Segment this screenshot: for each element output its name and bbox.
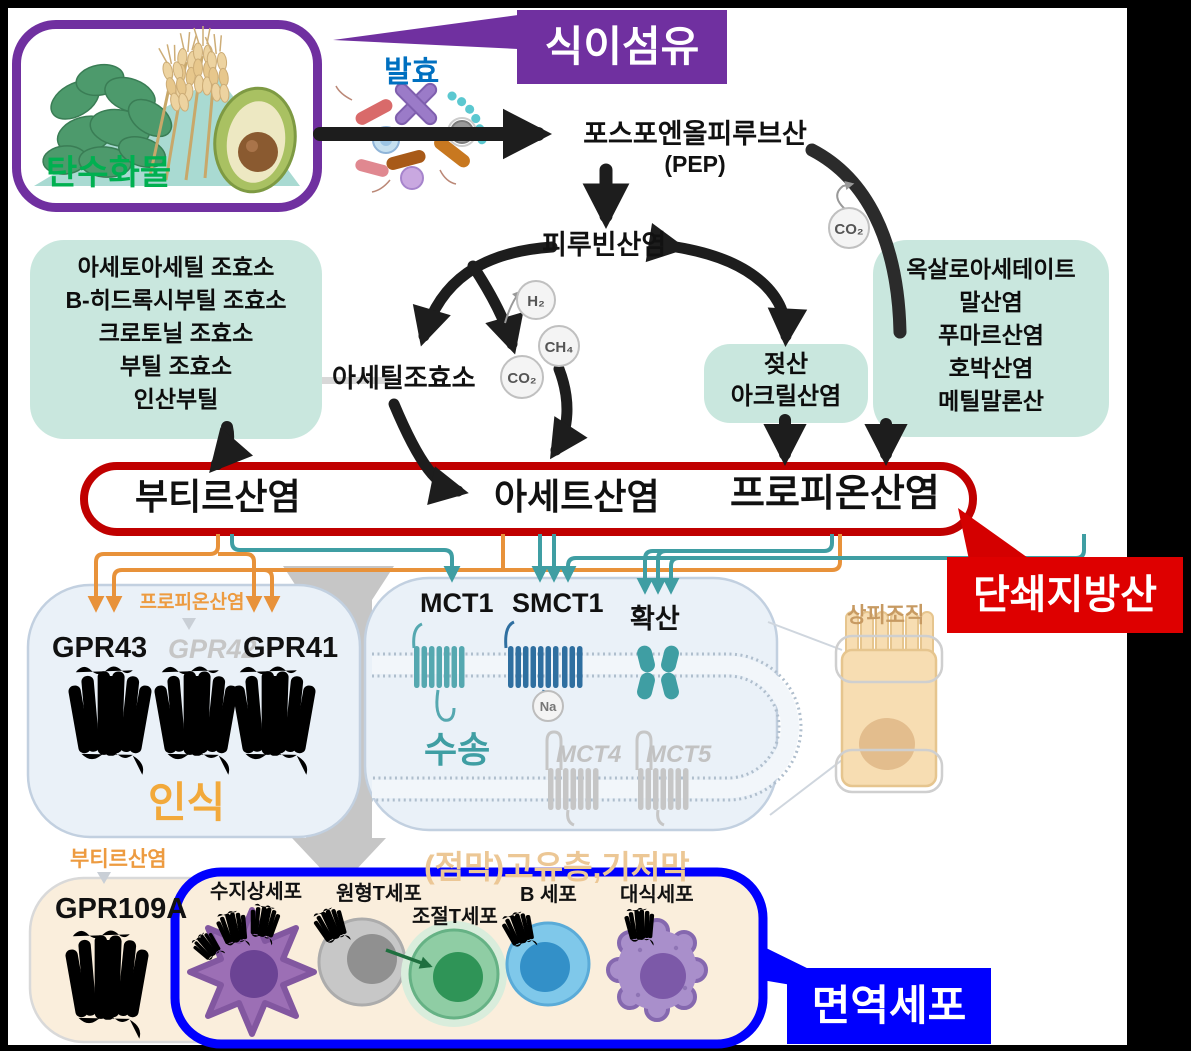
lactate-box-line: 아크릴산염 <box>730 383 842 410</box>
gpr41-label: GPR41 <box>243 632 339 664</box>
co2-right-label: CO₂ <box>834 221 863 238</box>
lamina-label: (점막)고유층,기저막 <box>424 849 690 885</box>
macrophage-cell <box>606 918 708 1022</box>
pyruvate-label: 피루빈산염 <box>542 230 667 260</box>
co2-release-arrow <box>836 180 855 211</box>
pyruvate-branch-arrow <box>467 260 524 355</box>
mct1-label: MCT1 <box>420 588 494 618</box>
propionate-caret-icon <box>182 618 196 630</box>
acetate-label: 아세트산염 <box>494 476 660 517</box>
gpr42-label: GPR42 <box>168 634 257 664</box>
butyrate-cell-label: 부티르산염 <box>70 848 167 871</box>
macrophage-label: 대식세포 <box>620 884 694 906</box>
gas-to-acetate-arrow <box>550 363 588 460</box>
propionate-label: 프로피온산염 <box>730 473 940 515</box>
naive-t-cell <box>317 917 407 1007</box>
gpr43-label: GPR43 <box>52 632 148 664</box>
t-cell-differentiation-arrow <box>385 948 433 969</box>
na-label: Na <box>540 699 557 714</box>
ch4-label: CH₄ <box>545 339 574 356</box>
epithelium-cell <box>834 611 944 794</box>
pyruvate-lactate-double-arrow <box>645 223 808 347</box>
pep-to-oxaloacetate-curve <box>805 143 907 339</box>
epithelium-callout-lines <box>767 621 843 816</box>
coa-to-butyrate-arrow <box>209 421 254 474</box>
oxa-box-line: 말산염 <box>959 289 1023 315</box>
h2-label: H₂ <box>527 293 545 310</box>
produce-illustration <box>34 25 300 194</box>
immune-cells-callout: 면역세포 <box>787 968 991 1044</box>
gas-circles: H₂ CO₂ CH₄ CO₂ <box>500 207 870 399</box>
coa-box-line: 크로토닐 조효소 <box>98 320 254 346</box>
regulatory-t-cell <box>401 921 507 1027</box>
cell-membrane <box>372 652 803 802</box>
fermentation-label: 발효 <box>384 56 440 89</box>
gpr109a-label: GPR109A <box>55 893 188 925</box>
transport-caption: 수송 <box>424 729 491 770</box>
cell-propionate-label: 프로피온산염 <box>139 592 245 613</box>
coa-box-line: 부틸 조효소 <box>119 353 233 379</box>
diffusion-label: 확산 <box>630 604 680 634</box>
pep-abbr-label: (PEP) <box>664 151 726 177</box>
acetyl-coa-label: 아세틸조효소 <box>332 363 476 393</box>
na-ion: Na <box>532 690 564 722</box>
oxa-box-line: 호박산염 <box>948 355 1034 381</box>
fiber-callout-beak <box>333 15 518 49</box>
lactate-acrylate-box: 젖산 아크릴산염 <box>704 344 868 423</box>
microbes-cluster <box>335 82 487 193</box>
mct4-label: MCT4 <box>556 741 622 768</box>
mct1-transporter <box>412 622 465 722</box>
coa-intermediates-box: 아세토아세틸 조효소 B-히드록시부틸 조효소 크로토닐 조효소 부틸 조효소 … <box>30 240 322 439</box>
mct5-label: MCT5 <box>646 741 712 768</box>
coa-box-connector <box>322 377 390 384</box>
coa-box-line: 아세토아세틸 조효소 <box>77 254 275 280</box>
mct5-transporter <box>635 730 689 827</box>
pyruvate-to-acetylcoa-arrow <box>412 241 558 347</box>
oxa-box-line: 푸마르산염 <box>938 322 1044 348</box>
oxaloacetate-intermediates-box: 옥살로아세테이트 말산염 푸마르산염 호박산염 메틸말론산 <box>873 240 1109 437</box>
co2-label: CO₂ <box>507 370 536 387</box>
smct1-transporter <box>504 620 583 704</box>
dietary-fiber-callout: 식이섬유 <box>517 10 727 84</box>
dendritic-label: 수지상세포 <box>210 881 302 903</box>
oxa-box-line: 메틸말론산 <box>938 388 1044 414</box>
butyrate-label: 부티르산염 <box>135 476 301 517</box>
oxa-box-line: 옥살로아세테이트 <box>906 256 1076 282</box>
carbohydrate-label: 탄수화물 <box>46 154 172 192</box>
recognition-caption: 인식 <box>148 779 226 826</box>
scfa-box <box>80 462 977 536</box>
scfa-callout: 단쇄지방산 <box>947 557 1183 633</box>
smct1-label: SMCT1 <box>512 588 604 618</box>
epithelium-label: 상피조직 <box>847 604 925 627</box>
dendritic-cell <box>187 907 317 1037</box>
b-cell <box>505 921 591 1007</box>
mct4-transporter <box>545 730 599 827</box>
metabolic-arrows <box>209 108 908 505</box>
naive-t-label: 원형T세포 <box>336 883 422 905</box>
b-cell-label: B 세포 <box>520 884 577 906</box>
diffusion-channel <box>637 645 679 700</box>
coa-box-line: B-히드록시부틸 조효소 <box>65 287 287 313</box>
pep-label: 포스포엔올피루브산 <box>583 119 807 149</box>
coa-box-line: 인산부틸 <box>133 386 219 412</box>
acetylcoa-to-acetate-arrow <box>388 398 469 505</box>
lactate-box-line: 젖산 <box>763 351 809 378</box>
butyrate-caret-icon <box>97 872 111 884</box>
scfa-wires <box>87 534 1086 613</box>
treg-label: 조절T세포 <box>412 906 498 928</box>
